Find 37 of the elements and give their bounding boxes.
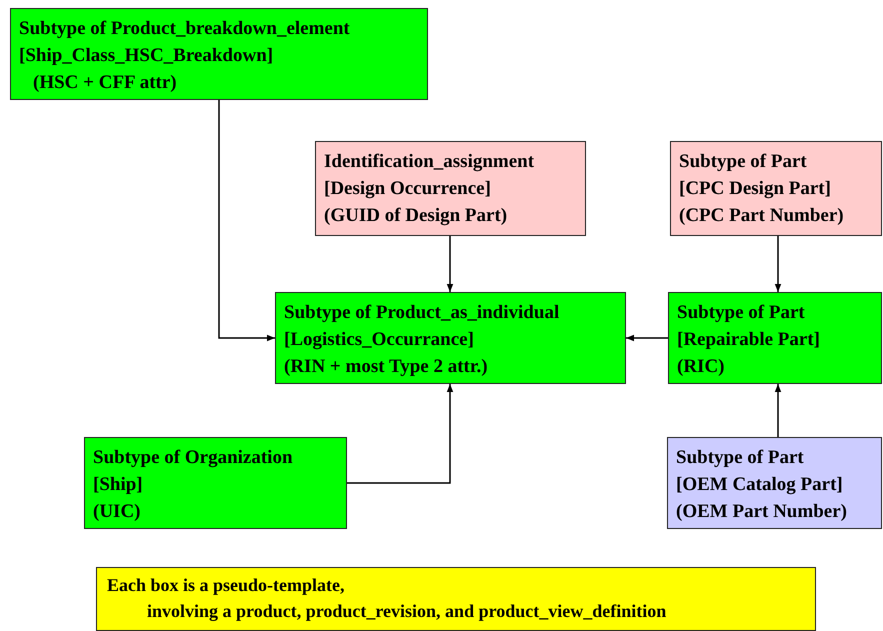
box-label: Subtype of Product_breakdown_element — [19, 17, 350, 41]
box-label: (OEM Part Number) — [676, 500, 847, 524]
box-label: [OEM Catalog Part] — [676, 473, 843, 497]
entity-box — [668, 292, 882, 384]
arrow — [347, 384, 454, 484]
box-label: [Logistics_Occurrance] — [284, 328, 474, 352]
box-label: [Repairable Part] — [677, 328, 820, 352]
box-label: [Ship_Class_HSC_Breakdown] — [19, 44, 274, 68]
box-label: Subtype of Part — [677, 301, 805, 325]
entity-box — [315, 141, 586, 236]
box-label: [Design Occurrence] — [324, 177, 491, 201]
box-label: Identification_assignment — [324, 150, 534, 174]
box-label: [CPC Design Part] — [679, 177, 831, 201]
arrow — [446, 236, 454, 292]
entity-box — [10, 8, 428, 100]
arrow — [774, 384, 782, 437]
entity-box — [667, 437, 882, 529]
box-label: [Ship] — [93, 473, 143, 497]
box-label: (UIC) — [93, 500, 140, 524]
arrow — [774, 236, 782, 292]
entity-box — [670, 141, 882, 236]
arrow — [626, 334, 668, 342]
arrow — [218, 100, 275, 342]
box-label: Subtype of Product_as_individual — [284, 301, 560, 325]
box-label: (RIN + most Type 2 attr.) — [284, 355, 488, 379]
entity-box — [275, 292, 626, 384]
box-label: Subtype of Part — [676, 446, 804, 470]
entity-box — [84, 437, 347, 529]
box-label: (RIC) — [677, 355, 724, 379]
note-text: Each box is a pseudo-template, — [107, 574, 345, 597]
note-text: involving a product, product_revision, and product_view_definition — [146, 600, 666, 623]
box-label: (GUID of Design Part) — [324, 204, 508, 228]
box-label: (HSC + CFF attr) — [32, 71, 177, 95]
box-label: Subtype of Organization — [93, 446, 293, 470]
note-box — [96, 567, 816, 631]
box-label: (CPC Part Number) — [679, 204, 844, 228]
box-label: Subtype of Part — [679, 150, 807, 174]
